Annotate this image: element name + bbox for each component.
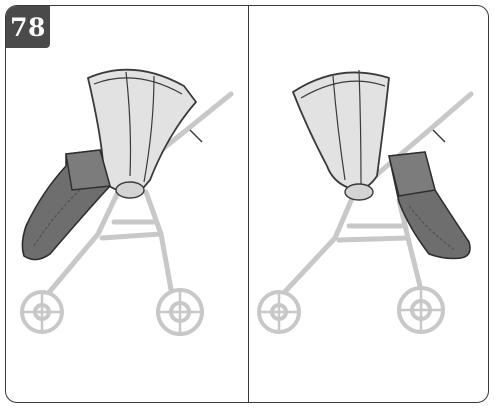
stroller-illustration-left bbox=[6, 6, 248, 402]
step-number-badge: 78 bbox=[6, 6, 50, 48]
step-number: 78 bbox=[10, 13, 46, 42]
instruction-frame: 78 bbox=[5, 5, 489, 403]
stroller-illustration-right bbox=[249, 6, 489, 402]
footmuff-icon bbox=[22, 150, 110, 260]
wheels bbox=[259, 288, 443, 332]
wheels bbox=[22, 290, 202, 334]
panel-right bbox=[249, 6, 489, 402]
seat-canopy-icon bbox=[293, 70, 389, 200]
panel-left bbox=[6, 6, 248, 402]
footmuff-icon bbox=[389, 152, 470, 259]
